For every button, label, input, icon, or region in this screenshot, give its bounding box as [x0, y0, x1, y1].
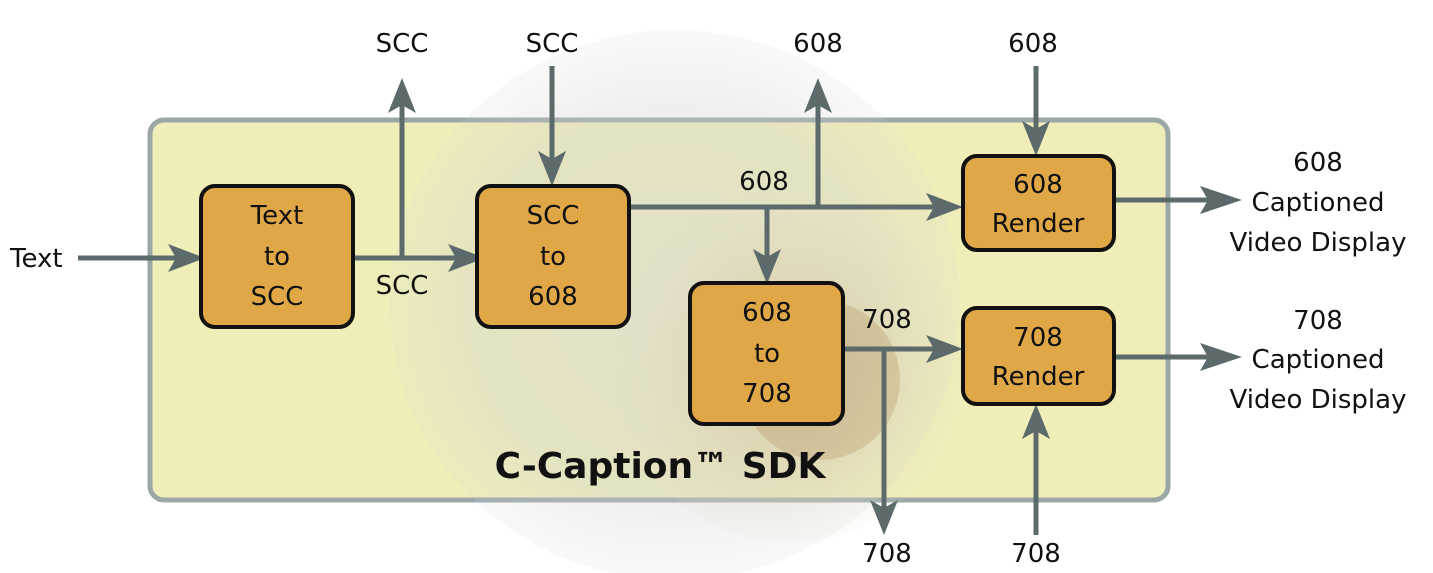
- output-label: Captioned: [1252, 188, 1385, 218]
- block-label: SCC: [251, 282, 304, 312]
- output-label: Video Display: [1230, 385, 1407, 415]
- label-608-in-top: 608: [1008, 29, 1058, 59]
- arrowhead: [388, 78, 416, 113]
- arrowhead: [448, 244, 485, 272]
- arrowhead: [926, 335, 963, 363]
- label-608-mid: 608: [739, 167, 789, 197]
- output-708-display: 708 Captioned Video Display: [1230, 306, 1407, 415]
- label-708-mid: 708: [862, 305, 912, 335]
- output-label: Video Display: [1230, 228, 1407, 258]
- arrowhead: [926, 193, 963, 221]
- output-label: 608: [1293, 148, 1343, 178]
- arrowhead: [870, 500, 898, 535]
- block-label: to: [754, 339, 780, 369]
- arrowhead: [168, 244, 205, 272]
- block-label: Render: [992, 209, 1085, 239]
- block-label: 608: [742, 298, 792, 328]
- block-608-to-708: 608 to 708: [688, 281, 845, 426]
- block-label: 708: [1013, 323, 1063, 353]
- block-label: 708: [742, 379, 792, 409]
- arrowhead: [1200, 343, 1242, 371]
- label-scc-mid: SCC: [376, 271, 429, 301]
- sdk-title: C-Caption™ SDK: [495, 446, 827, 487]
- block-label: SCC: [527, 201, 580, 231]
- block-608-render: 608 Render: [961, 154, 1116, 252]
- label-scc-in-top: SCC: [526, 29, 579, 59]
- label-708-out-bottom: 708: [862, 539, 912, 569]
- output-label: Captioned: [1252, 345, 1385, 375]
- label-608-out-top: 608: [793, 29, 843, 59]
- arrowhead: [1022, 121, 1050, 156]
- block-label: Text: [250, 201, 304, 231]
- block-label: 608: [1013, 170, 1063, 200]
- block-label: Render: [992, 362, 1085, 392]
- block-scc-to-608: SCC to 608: [475, 184, 631, 329]
- block-label: to: [540, 242, 566, 272]
- output-608-display: 608 Captioned Video Display: [1230, 148, 1407, 258]
- arrowhead: [1022, 404, 1050, 439]
- label-708-in-bottom: 708: [1011, 539, 1061, 569]
- label-scc-out-top: SCC: [376, 29, 429, 59]
- block-text-to-scc: Text to SCC: [199, 184, 355, 329]
- arrowhead: [753, 249, 781, 284]
- block-label: to: [264, 242, 290, 272]
- output-label: 708: [1293, 306, 1343, 336]
- block-708-render: 708 Render: [961, 306, 1116, 406]
- arrowhead: [538, 151, 566, 186]
- block-label: 608: [528, 282, 578, 312]
- label-text-input: Text: [9, 244, 63, 274]
- arrowhead: [1200, 186, 1242, 214]
- arrowhead: [804, 78, 832, 113]
